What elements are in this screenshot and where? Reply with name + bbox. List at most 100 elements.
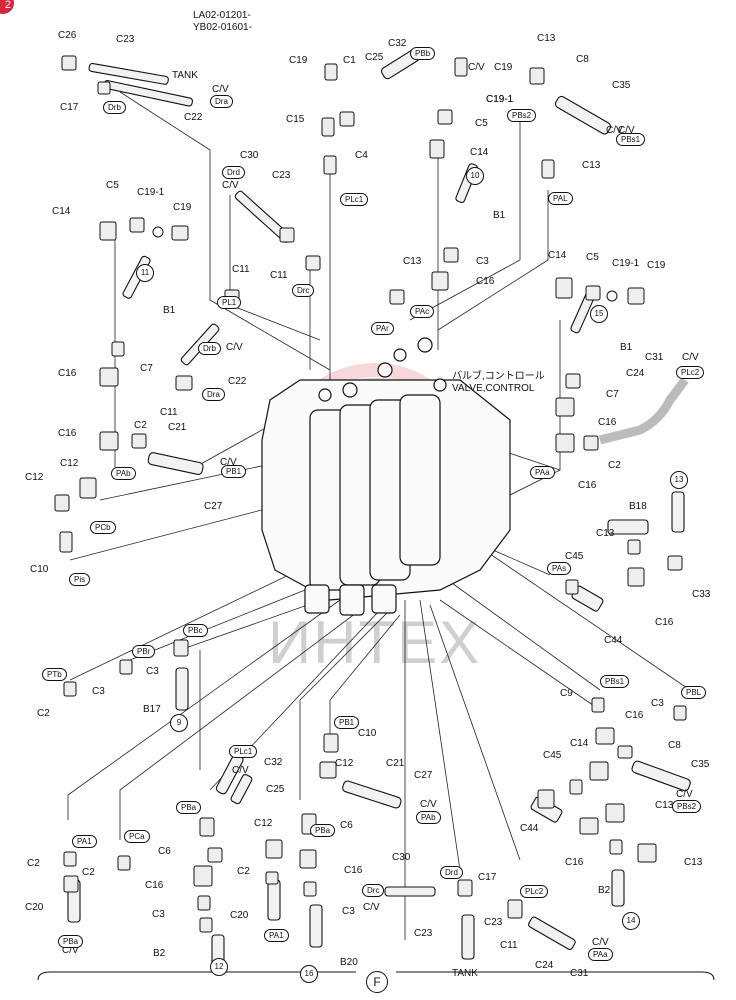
part-label: C16 [145,880,164,891]
part-label: C11 [160,407,178,418]
part-label: C35 [612,80,631,91]
part-label: C4 [355,150,368,161]
circled-ref: 15 [590,305,608,323]
circled-ref: 10 [466,167,484,185]
part-label: C11 [232,264,250,275]
part-label: C2 [27,858,40,869]
circled-ref: 9 [170,714,188,732]
part-label: C3 [476,256,489,267]
part-label: C7 [140,363,153,374]
part-label: C17 [60,102,79,113]
part-label: C11 [270,270,288,281]
tank-label-bottom: TANK [452,968,478,979]
part-label: C10 [358,728,377,739]
port-pill: PAa [588,948,613,961]
port-pill: PA1 [264,929,289,942]
part-label: C12 [335,758,354,769]
circled-ref: 11 [136,264,154,282]
part-label: C24 [626,368,645,379]
port-pill: PBs1 [600,675,630,688]
part-label: C30 [240,150,259,161]
part-label: C16 [625,710,644,721]
part-label: C12 [60,458,79,469]
part-label: C31 [570,968,589,979]
port-pill: Dra [202,388,225,401]
part-label: C22 [228,376,247,387]
small-fittings [54,55,687,933]
part-label: C19 [289,55,308,66]
page-badge: 2 [0,0,14,14]
port-pill: PAL [548,192,573,205]
part-label: C20 [230,910,249,921]
part-label: C/V [676,789,693,800]
port-pill: PAs [547,562,572,575]
part-label: C44 [520,823,539,834]
part-label: C/V [222,180,239,191]
part-label: B20 [340,957,358,968]
part-label: C21 [386,758,405,769]
port-pill: Drc [362,884,385,897]
part-label: C15 [286,114,305,125]
part-label: B1 [163,305,176,316]
part-label: C19-1 [137,187,165,198]
part-label: C23 [116,34,135,45]
control-valve-body [261,337,511,616]
part-label: C6 [158,846,171,857]
port-pill: PBa [310,824,336,837]
part-label: C30 [392,852,411,863]
part-label: C35 [691,759,710,770]
tank-label-top: TANK [172,70,198,81]
part-label: C13 [655,800,674,811]
part-label: C14 [470,147,489,158]
part-label: C20 [25,902,44,913]
port-pill: Drb [103,101,126,114]
port-pill: Dra [210,95,233,108]
part-label: C12 [254,818,273,829]
part-label: C3 [146,666,159,677]
part-label: C/V [62,945,79,956]
port-pill: PBs1 [616,133,646,146]
part-label: C3 [651,698,664,709]
part-label: B2 [598,885,611,896]
part-label: C19 [647,260,666,271]
part-label: C5 [586,252,599,263]
part-label: C/V [468,62,485,73]
part-label: C21 [168,422,187,433]
part-label: C27 [204,501,223,512]
part-label: C44 [604,635,623,646]
circled-ref: 13 [670,471,688,489]
part-label: C2 [237,866,250,877]
port-pill: PAa [530,466,555,479]
port-pill: PB1 [334,716,360,729]
bottom-brace [37,971,715,981]
part-label: B18 [629,501,647,512]
port-pill: PAr [371,322,394,335]
part-label: C23 [484,917,503,928]
port-pill: PBs2 [672,800,702,813]
port-pill: Drb [198,342,221,355]
part-label: B1 [620,342,633,353]
part-label: C13 [582,160,601,171]
part-label: C25 [365,52,384,63]
part-label: C16 [344,865,363,876]
part-label: C26 [58,30,77,41]
part-label: C/V [420,799,437,810]
valve-title: バルブ,コントロール VALVE,CONTROL [452,371,545,395]
part-label: C12 [25,472,44,483]
port-pill: PBa [176,801,202,814]
part-label: C23 [272,170,291,181]
part-label: C32 [388,38,407,49]
port-pill: Drd [440,866,463,879]
part-label: C19-1 [486,94,514,105]
part-label: C27 [414,770,433,781]
part-label: B2 [153,948,166,959]
port-pill: PBs2 [507,109,537,122]
part-label: C9 [560,688,573,699]
port-pill: PCa [124,830,150,843]
part-label: C13 [596,528,615,539]
part-label: C45 [543,750,562,761]
port-pill: PBL [681,686,707,699]
part-label: C6 [340,820,353,831]
port-pill: PB1 [221,465,247,478]
